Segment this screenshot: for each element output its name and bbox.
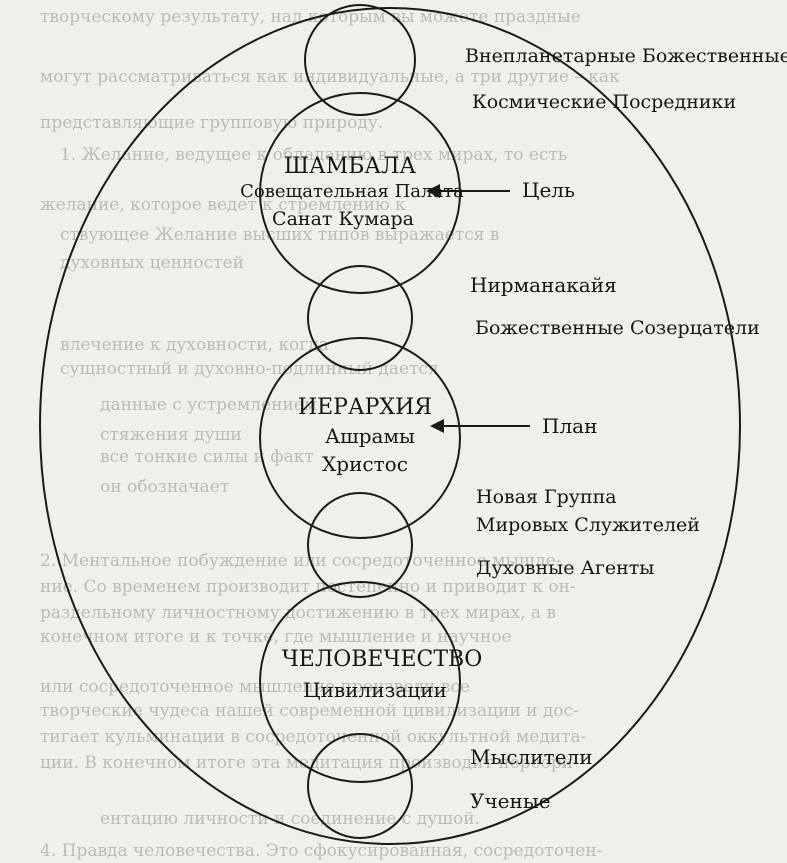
label-new-group: Новая Группа	[476, 486, 617, 508]
bg-line: 4. Правда человечества. Это сфокусирован…	[40, 841, 602, 861]
bg-line: творческому результату, над которым вы м…	[40, 7, 581, 27]
label-thinkers: Мыслители	[470, 745, 593, 769]
label-hierarchy: ИЕРАРХИЯ	[298, 395, 432, 420]
bg-line: тигает кульминации в сосредоточенной окк…	[40, 727, 586, 747]
label-civilizations: Цивилизации	[303, 678, 447, 702]
bg-line: ние. Со временем производит постепенно и…	[40, 577, 576, 597]
bg-line: конечном итоге и к точке, где мышление и…	[40, 627, 512, 647]
bg-line: стяжения души	[100, 425, 242, 445]
circle-hierarchy	[259, 337, 461, 539]
label-extraplanetary: Внепланетарные Божественные	[465, 45, 787, 67]
label-ashrams: Ашрамы	[325, 424, 415, 448]
circle-new-group	[307, 492, 413, 598]
circle-shamballa	[259, 92, 461, 294]
bg-line: данные с устремлением	[100, 395, 317, 415]
bg-line: 2. Ментальное побуждение или сосредоточе…	[40, 551, 561, 571]
bg-line: влечение к духовности, когда	[60, 335, 329, 355]
label-purpose: Цель	[522, 178, 575, 202]
bg-line: творческие чудеса нашей современной циви…	[40, 701, 579, 721]
bg-line: представляющие групповую природу.	[40, 113, 383, 133]
label-world-servers: Мировых Служителей	[476, 514, 700, 536]
arrow-plan-head	[430, 419, 444, 433]
circle-thinkers	[307, 733, 413, 839]
label-scientists: Ученые	[470, 789, 551, 813]
bg-line: 1. Желание, ведущее к обладанию в трех м…	[60, 145, 567, 165]
circle-extraplanetary	[304, 4, 416, 116]
bg-line: духовных ценностей	[60, 253, 244, 273]
bg-line: сущностный и духовно-подлинный дается	[60, 359, 439, 379]
label-spiritual-agents: Духовные Агенты	[476, 557, 654, 579]
label-cosmic-intermediaries: Космические Посредники	[472, 91, 736, 113]
bg-line: могут рассматриваться как индивидуальные…	[40, 67, 620, 87]
bg-line: или сосредоточенное мышление произвели в…	[40, 677, 470, 697]
bg-line: он обозначает	[100, 477, 229, 497]
bg-line: ции. В конечном итоге эта медитация прои…	[40, 753, 579, 773]
label-christ: Христос	[322, 452, 408, 476]
label-nirmanakayas: Нирманакайя	[470, 273, 617, 297]
circle-nirmanakayas	[307, 265, 413, 371]
label-shamballa: ШАМБАЛА	[284, 154, 416, 179]
bg-line: желание, которое ведет к стремлению к	[40, 195, 406, 215]
label-sanat-kumara: Санат Кумара	[272, 208, 414, 230]
label-plan: План	[542, 414, 597, 438]
label-council-chamber: Совещательная Палата	[240, 181, 464, 202]
circle-humanity	[259, 581, 461, 783]
label-humanity: ЧЕЛОВЕЧЕСТВО	[282, 647, 482, 672]
bg-line: ентацию личности и соединение с душой.	[100, 809, 480, 829]
bg-line: ствующее Желание высших типов выражается…	[60, 225, 499, 245]
label-divine-contemplatives: Божественные Созерцатели	[475, 317, 760, 339]
arrow-purpose-head	[426, 184, 440, 198]
outer-ellipse	[39, 7, 741, 845]
